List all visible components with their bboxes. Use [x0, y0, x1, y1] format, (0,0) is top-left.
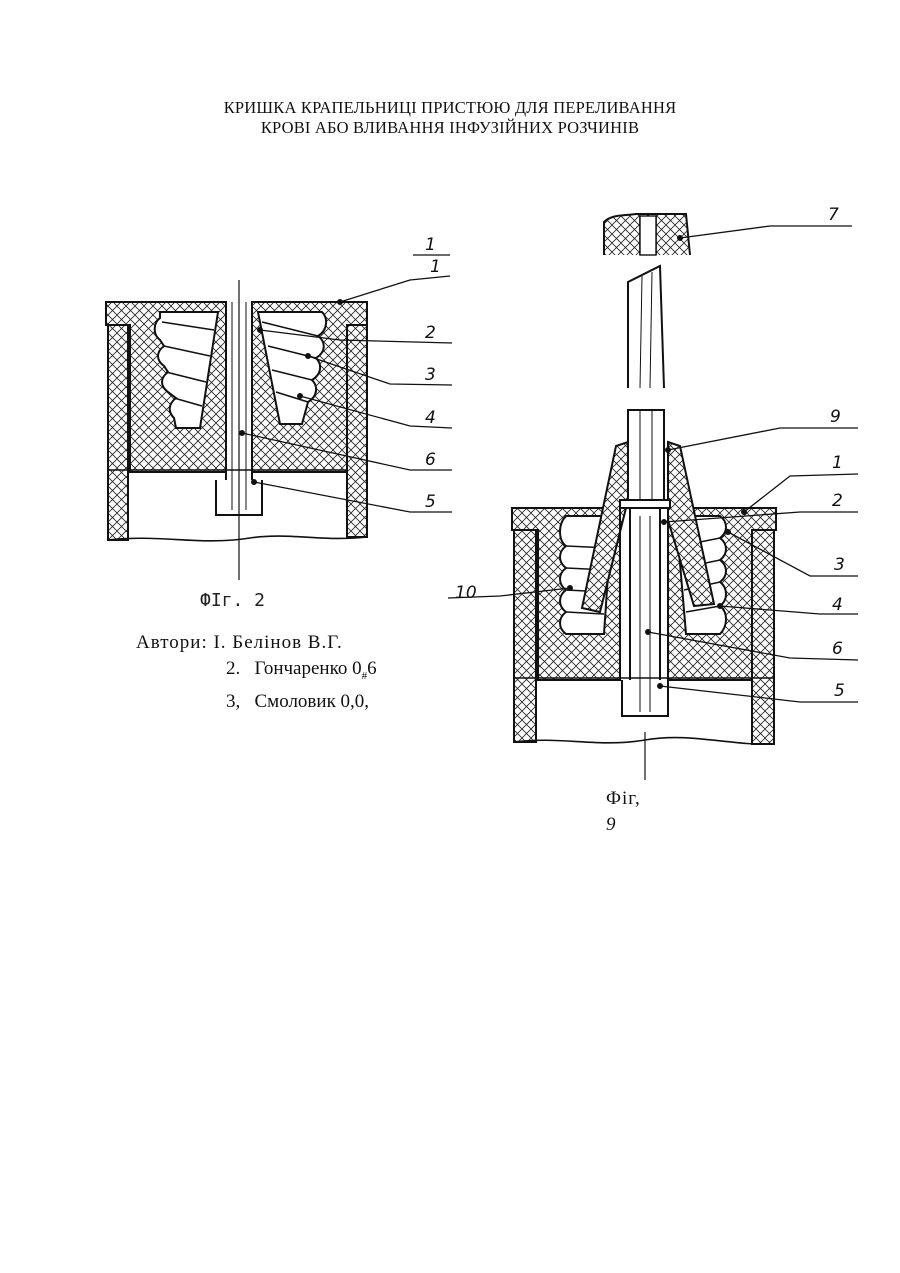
author-2-name: Гончаренко 0: [255, 658, 362, 679]
callout-4-right: 4: [832, 595, 843, 615]
figure-9-drawing: [448, 214, 858, 780]
author-3: 3, Смоловик 0,0,: [136, 689, 377, 715]
callout-10: 10: [455, 583, 477, 603]
callout-5-right: 5: [834, 681, 845, 701]
author-3-name: Смоловик 0,0,: [255, 691, 370, 712]
figure-2-caption: ФIг. 2: [200, 590, 265, 611]
callout-1a: 1: [425, 235, 436, 255]
figure-9-caption-number: 9: [606, 812, 641, 838]
author-3-number: 3,: [226, 691, 240, 712]
callout-2-right: 2: [832, 491, 843, 511]
bottle-wall-left: [108, 325, 128, 540]
figure-2-drawing: [106, 255, 452, 580]
callout-6: 6: [425, 450, 436, 470]
callout-4: 4: [425, 408, 436, 428]
authors-block: Автори: I. Белінов В.Г. 2. Гончаренко 0#…: [136, 630, 377, 715]
callout-3-right: 3: [834, 555, 845, 575]
callout-1-right: 1: [832, 453, 843, 473]
author-2: 2. Гончаренко 0#6: [136, 656, 377, 689]
callout-6-right: 6: [832, 639, 843, 659]
bottle-wall-right-2: [752, 530, 774, 744]
callout-3: 3: [425, 365, 436, 385]
needle: [628, 266, 664, 388]
callout-5: 5: [425, 492, 436, 512]
authors-heading: Автори: I. Белінов В.Г.: [136, 630, 377, 656]
bottle-wall-right: [347, 325, 367, 537]
author-2-tail: 6: [367, 658, 377, 679]
callout-1b: 1: [430, 257, 441, 277]
figure-9-caption-word: Фіг,: [606, 788, 641, 809]
figure-9-caption: Фіг, 9: [606, 786, 641, 838]
callout-7: 7: [828, 205, 839, 225]
author-2-number: 2.: [226, 658, 240, 679]
bottle-wall-left-2: [514, 530, 536, 742]
callout-2: 2: [425, 323, 436, 343]
callout-9: 9: [830, 407, 841, 427]
